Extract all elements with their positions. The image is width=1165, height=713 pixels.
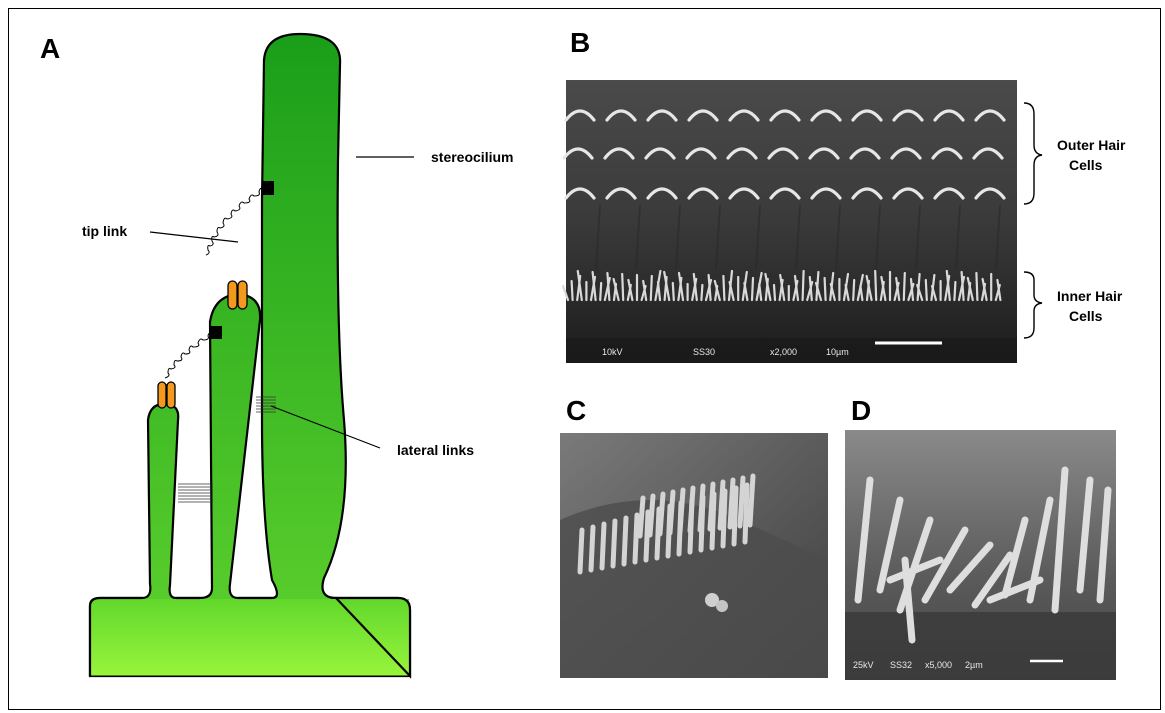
sem-b-scale: 10µm	[826, 347, 849, 357]
c-stereocilium	[690, 488, 693, 531]
c-stereocilium	[700, 486, 703, 530]
sem-b-voltage: 10kV	[602, 347, 623, 357]
c-stereocilium	[670, 492, 673, 533]
ihc-stereocilium	[701, 285, 702, 300]
c-stereocilium	[624, 518, 626, 564]
c-stereocilium	[650, 496, 653, 535]
stereocilia-body	[90, 34, 410, 676]
ihc-stereocilium	[774, 285, 775, 300]
micrograph-c	[560, 433, 828, 678]
sem-b-magnification: x2,000	[770, 347, 797, 357]
ihc-stereocilium	[803, 271, 804, 300]
ihc-stereocilium	[651, 276, 652, 300]
sem-d-code: SS32	[890, 660, 912, 670]
c-stereocilium	[730, 480, 733, 527]
c-stereocilium	[745, 485, 747, 542]
ihc-stereocilium	[904, 273, 905, 300]
c-stereocilium	[613, 521, 615, 566]
panel-letter-a: A	[40, 33, 60, 64]
lower-tip-link	[165, 333, 213, 378]
c-stereocilium	[680, 490, 683, 532]
microvillus-bead-2	[716, 600, 728, 612]
upper-tip-link-anchor	[262, 181, 274, 195]
c-stereocilium	[602, 524, 604, 568]
c-stereocilium	[635, 515, 637, 562]
c-stereocilium	[710, 484, 713, 529]
sem-d-magnification: x5,000	[925, 660, 952, 670]
ihc-stereocilium	[976, 273, 977, 300]
label-outer-hair-cells-1: Outer Hair	[1057, 137, 1126, 153]
label-stereocilium: stereocilium	[431, 149, 513, 165]
label-inner-hair-cells-2: Cells	[1069, 308, 1103, 324]
sem-b-code: SS30	[693, 347, 715, 357]
ihc-stereocilium	[825, 278, 826, 300]
ihc-stereocilium	[622, 274, 623, 300]
ihc-stereocilium	[572, 281, 573, 300]
label-inner-hair-cells-1: Inner Hair	[1057, 288, 1123, 304]
ihc-stereocilium	[853, 280, 854, 300]
ihc-stereocilium	[600, 283, 601, 300]
ihc-stereocilium	[673, 283, 674, 300]
c-stereocilium	[740, 478, 743, 526]
c-stereocilium	[750, 476, 753, 525]
lower-channel	[158, 382, 175, 408]
cell-base	[91, 599, 409, 676]
panel-letter-b: B	[570, 27, 590, 58]
upper-tip-link	[206, 188, 264, 255]
sem-d-voltage: 25kV	[853, 660, 874, 670]
ihc-stereocilium	[875, 271, 876, 300]
c-stereocilium	[591, 527, 593, 570]
c-stereocilium	[580, 530, 582, 572]
micrograph-b: 10kV SS30 x2,000 10µm	[563, 80, 1017, 363]
hair-bundle-diagram	[90, 34, 414, 676]
panel-letter-c: C	[566, 395, 586, 426]
label-outer-hair-cells-2: Cells	[1069, 157, 1103, 173]
lateral-links-lower	[178, 484, 213, 502]
ihc-stereocilium	[752, 278, 753, 300]
micrograph-d: 25kV SS32 x5,000 2µm	[845, 430, 1116, 680]
upper-channel	[228, 281, 247, 309]
c-stereocilium	[660, 494, 663, 534]
sem-d-scale: 2µm	[965, 660, 983, 670]
inner-hair-cells-brace	[1024, 272, 1042, 338]
lower-tip-link-anchor	[211, 326, 222, 339]
label-lateral-links: lateral links	[397, 442, 474, 458]
label-tip-link: tip link	[82, 223, 127, 239]
c-stereocilium	[640, 498, 643, 536]
ihc-stereocilium	[723, 276, 724, 300]
ihc-stereocilium	[954, 282, 955, 300]
c-stereocilium	[646, 512, 648, 560]
tip-link-leader	[150, 232, 238, 242]
ihc-stereocilium	[926, 280, 927, 300]
c-stereocilium	[720, 482, 723, 528]
outer-hair-cells-brace	[1024, 103, 1042, 204]
panel-letter-d: D	[851, 395, 871, 426]
